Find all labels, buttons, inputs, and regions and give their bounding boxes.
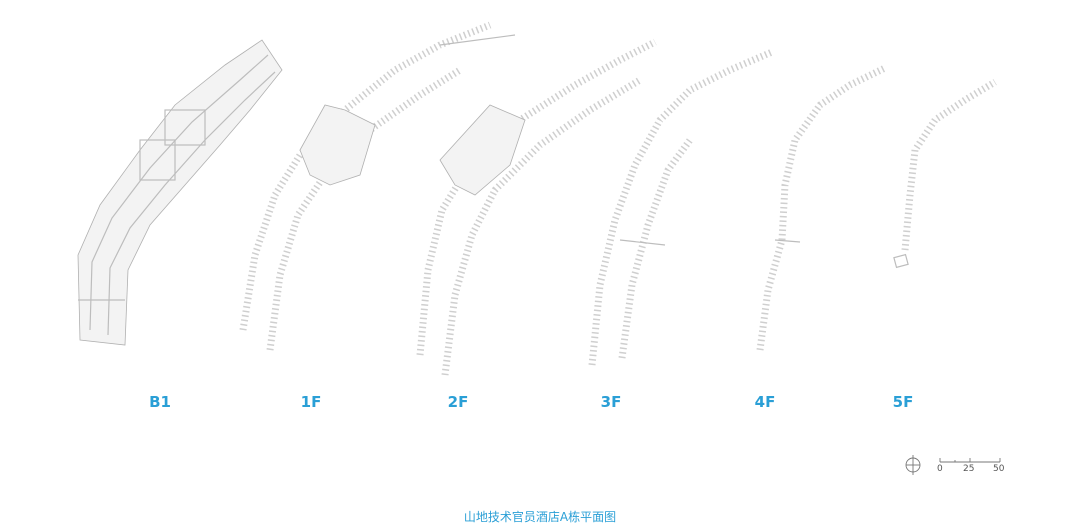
scale-tick-0: 0 [937,464,943,474]
floor-label-b1: B1 [149,393,171,411]
plan-5f [893,78,997,269]
figure-caption: 山地技术官员酒店A栋平面图 [463,510,617,524]
floor-label-5f: 5F [892,393,914,411]
scale-tick-50: 50 [993,464,1005,474]
plan-b1 [77,39,283,346]
floor-label-4f: 4F [754,393,776,411]
floor-label-1f: 1F [300,393,322,411]
scale-tick-25: 25 [963,464,975,474]
floor-label-2f: 2F [447,393,469,411]
plan-2f [416,38,657,376]
floor-label-3f: 3F [600,393,622,411]
north-arrow-icon [905,455,921,475]
plan-1f [239,21,516,351]
scale-bar [939,458,1001,463]
plan-3f [588,48,774,366]
plan-4f [756,64,887,351]
